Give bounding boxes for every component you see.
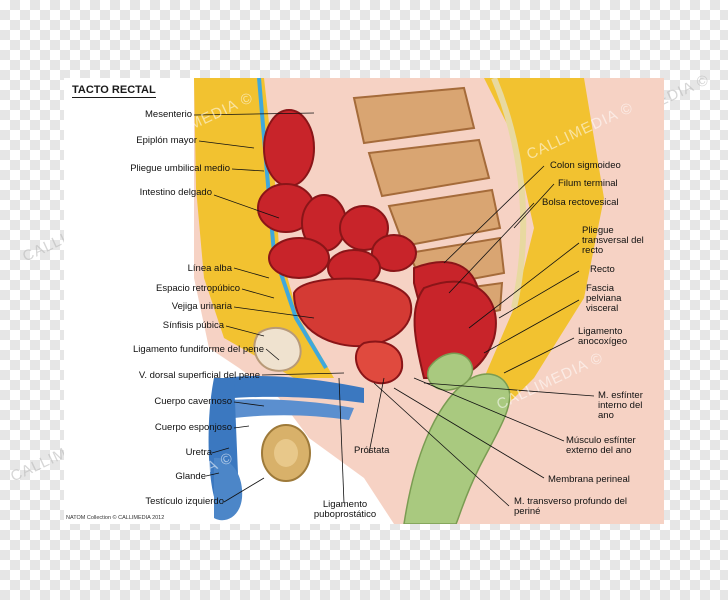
label-m-esfinter-interno: M. esfínter interno del ano xyxy=(598,390,643,421)
small-intestine xyxy=(257,109,417,287)
urinary-bladder xyxy=(292,277,413,348)
label-ligamento-fundiforme: Ligamento fundiforme del pene xyxy=(133,344,264,355)
label-musculo-esfinter-externo: Músculo esfínter externo del ano xyxy=(566,435,636,456)
prostate xyxy=(355,340,404,385)
figure-title: TACTO RECTAL xyxy=(72,84,156,98)
label-prostata: Próstata xyxy=(354,445,390,456)
label-mesenterio: Mesenterio xyxy=(145,109,192,120)
penis-shaft xyxy=(224,376,364,403)
pubic-symphysis xyxy=(253,326,302,372)
label-linea-alba: Línea alba xyxy=(187,263,232,274)
abdominal-wall-fat xyxy=(194,78,334,378)
label-cuerpo-esponjoso: Cuerpo esponjoso xyxy=(154,422,232,433)
leader-lines xyxy=(193,112,595,507)
corpus-cavernosum xyxy=(229,399,354,420)
label-v-dorsal-superficial: V. dorsal superficial del pene xyxy=(138,370,260,381)
posterior-fat xyxy=(484,78,604,418)
rectum xyxy=(413,280,497,379)
label-fascia-pelviana: Fascia pelviana visceral xyxy=(586,283,622,314)
label-sinfisis-pubica: Sínfisis púbica xyxy=(162,320,224,331)
label-pliegue-umbilical-medio: Pliegue umbilical medio xyxy=(130,163,230,174)
label-glande: Glande xyxy=(175,471,206,482)
label-uretra: Uretra xyxy=(185,447,212,458)
label-filum-terminal: Filum terminal xyxy=(558,178,618,189)
label-recto: Recto xyxy=(590,264,615,275)
label-ligamento-anocoxigeo: Ligamento anocoxígeo xyxy=(578,326,628,347)
label-vejiga-urinaria: Vejiga urinaria xyxy=(171,301,232,312)
label-epiplon-mayor: Epiplón mayor xyxy=(136,135,197,146)
anatomy-illustration xyxy=(193,78,664,524)
label-intestino-delgado: Intestino delgado xyxy=(139,187,212,198)
glans xyxy=(214,457,243,521)
label-m-transverso-profundo: M. transverso profundo del periné xyxy=(514,496,628,517)
label-cuerpo-cavernoso: Cuerpo cavernoso xyxy=(154,396,232,407)
label-membrana-perineal: Membrana perineal xyxy=(548,474,630,485)
label-pliegue-transversal: Pliegue transversal del recto xyxy=(582,225,644,256)
filum-terminal xyxy=(491,78,527,309)
label-colon-sigmoideo: Colon sigmoideo xyxy=(550,160,621,171)
label-testiculo-izquierdo: Testículo izquierdo xyxy=(145,496,224,507)
credit-line: NATOM Collection © CALLIMEDIA 2012 xyxy=(66,515,165,521)
label-ligamento-puboprostatico: Ligamento puboprostático xyxy=(313,499,377,520)
label-bolsa-rectovesical: Bolsa rectovesical xyxy=(542,197,619,208)
anatomy-figure: CALLIMEDIA © CALLIMEDIA © CALLIMEDIA © C… xyxy=(64,78,664,524)
label-espacio-retropubico: Espacio retropúbico xyxy=(156,283,240,294)
